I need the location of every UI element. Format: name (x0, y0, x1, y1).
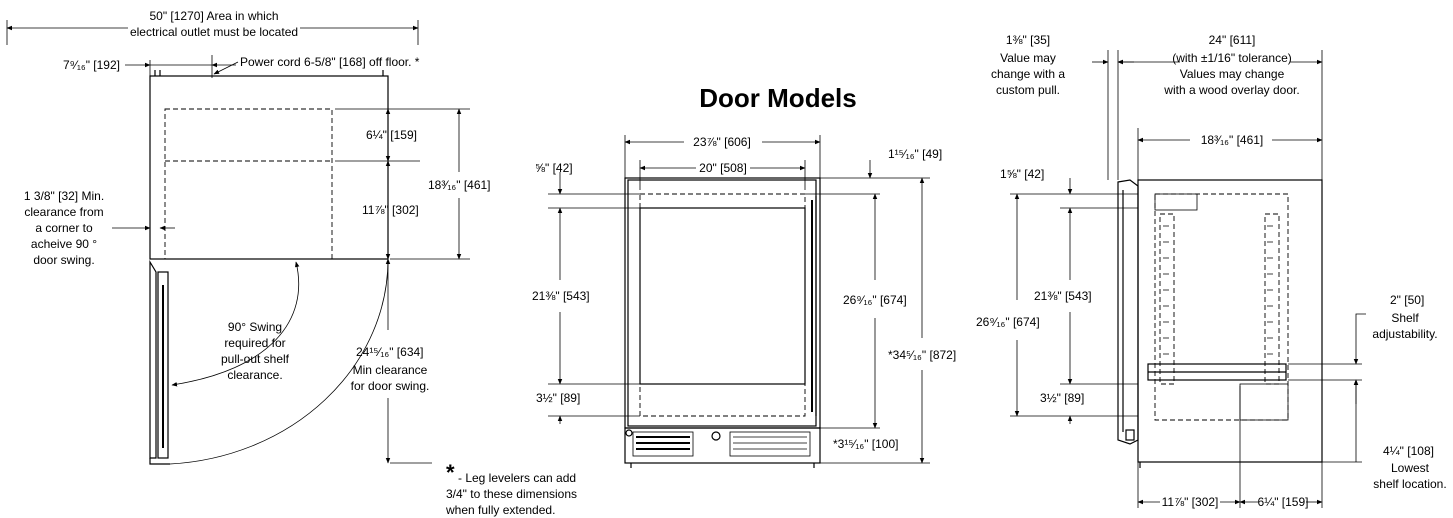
swing-dim-note-1: Min clearance (353, 363, 428, 377)
swing-note-3: pull-out shelf (221, 352, 290, 366)
front-base (624, 427, 821, 464)
side-cabinet-depth: 18³⁄₁₆" [461] (1201, 133, 1264, 147)
side-overall-depth: 24" [611] (1209, 33, 1256, 47)
front-top-right-gap: 1¹⁵⁄₁₆" [49] (888, 147, 942, 161)
top-interior (164, 108, 333, 260)
lowest-shelf-dim: 4¼" [108] (1383, 444, 1434, 458)
rack-slots (1267, 225, 1273, 355)
footnote-star: * (446, 460, 455, 485)
front-overall-width: 23⅞" [606] (693, 135, 751, 149)
front-interior (639, 207, 806, 385)
outlet-area-label-1: 50" [1270] Area in which (149, 9, 278, 23)
bottom-left-dim: 11⅞" [302] (1162, 495, 1219, 509)
depth-total-label: 18³⁄₁₆" [461] (428, 178, 491, 192)
front-vent-right (729, 431, 811, 457)
front-interior-height: 21⅜" [543] (532, 289, 590, 303)
footnote-line-2: 3/4" to these dimensions (446, 487, 577, 501)
side-door (1117, 179, 1139, 445)
corner-clearance-5: door swing. (33, 253, 94, 267)
depth-note-1: (with ±1/16" tolerance) (1172, 51, 1292, 65)
swing-dim-note-2: for door swing. (351, 379, 430, 393)
side-rack-left (1159, 213, 1175, 385)
outlet-area-label-2: electrical outlet must be located (130, 25, 298, 39)
power-cord-label: Power cord 6-5/8" [168] off floor. * (240, 55, 420, 69)
swing-arc (169, 258, 389, 465)
depth-note-2: Values may change (1180, 67, 1285, 81)
open-door-edge (149, 259, 157, 459)
front-view: 23⅞" [606] 20" [508] ⅝" [42] 2 (532, 135, 956, 468)
shelf-adjust-note-1: Shelf (1391, 311, 1419, 325)
front-door-width: 20" [508] (699, 161, 747, 175)
front-lock-icon (625, 429, 633, 437)
corner-clearance-4: acheive 90 ° (31, 237, 97, 251)
cord-offset-label: 7⁹⁄₁₆" [192] (63, 58, 120, 72)
side-hinge (1125, 429, 1135, 441)
pull-note-1: Value may (1000, 51, 1056, 65)
pull-note-3: custom pull. (996, 83, 1060, 97)
swing-note-1: 90° Swing (228, 320, 282, 334)
front-screw-icon (711, 431, 721, 441)
side-interior (1154, 193, 1289, 421)
shelf-adjust-dim: 2" [50] (1390, 293, 1424, 307)
side-top-component (1154, 193, 1198, 211)
corner-clearance-2: clearance from (24, 205, 103, 219)
depth-lower-label: 11⅞" [302] (362, 203, 419, 217)
side-compressor (1239, 383, 1289, 421)
side-rack-right (1264, 213, 1280, 385)
pull-note-2: change with a (991, 67, 1065, 81)
swing-note-4: clearance. (227, 368, 282, 382)
swing-dim-label: 24¹⁵⁄₁₆" [634] (356, 345, 424, 359)
footnote-line-1: - Leg levelers can add (458, 471, 576, 485)
depth-note-3: with a wood overlay door. (1163, 83, 1299, 97)
front-base-height: *3¹⁵⁄₁₆" [100] (833, 437, 899, 451)
side-door-height: 26⁹⁄₁₆" [674] (976, 315, 1040, 329)
pull-dim: 1⅜" [35] (1006, 33, 1050, 47)
drawing-title: Door Models (699, 83, 856, 113)
top-cabinet (149, 75, 389, 260)
corner-clearance-3: a corner to (35, 221, 93, 235)
footnote: * - Leg levelers can add 3/4" to these d… (445, 460, 577, 517)
side-interior-height: 21⅜" [543] (1034, 289, 1092, 303)
depth-upper-label: 6¼" [159] (366, 128, 417, 142)
power-cord-leader (213, 61, 239, 75)
lowest-shelf-note-1: Lowest (1391, 461, 1430, 475)
shelf-adjust-note-2: adjustability. (1372, 327, 1437, 341)
side-view: 1⅜" [35] Value may change with a custom … (976, 33, 1447, 509)
side-top-gap: 1⅝" [42] (1000, 167, 1044, 181)
lowest-shelf-note-2: shelf location. (1373, 477, 1446, 491)
front-bottom-gap: 3½" [89] (536, 391, 580, 405)
side-bottom-gap: 3½" [89] (1040, 391, 1084, 405)
footnote-line-3: when fully extended. (445, 503, 555, 517)
front-cabinet (624, 177, 821, 429)
front-glass (639, 193, 806, 417)
bottom-right-dim: 6¼" [159] (1258, 495, 1309, 509)
swing-leader (171, 261, 300, 387)
corner-clearance-1: 1 3/8" [32] Min. (24, 189, 104, 203)
swing-note-2: required for (224, 336, 285, 350)
front-overall-height: *34⁵⁄₁₆" [872] (888, 348, 956, 362)
front-door-height: 26⁹⁄₁₆" [674] (843, 293, 907, 307)
front-vent-left (632, 431, 694, 457)
top-view: 50" [1270] Area in which electrical outl… (6, 9, 491, 465)
front-top-gap: ⅝" [42] (535, 161, 573, 175)
open-door (157, 271, 169, 459)
